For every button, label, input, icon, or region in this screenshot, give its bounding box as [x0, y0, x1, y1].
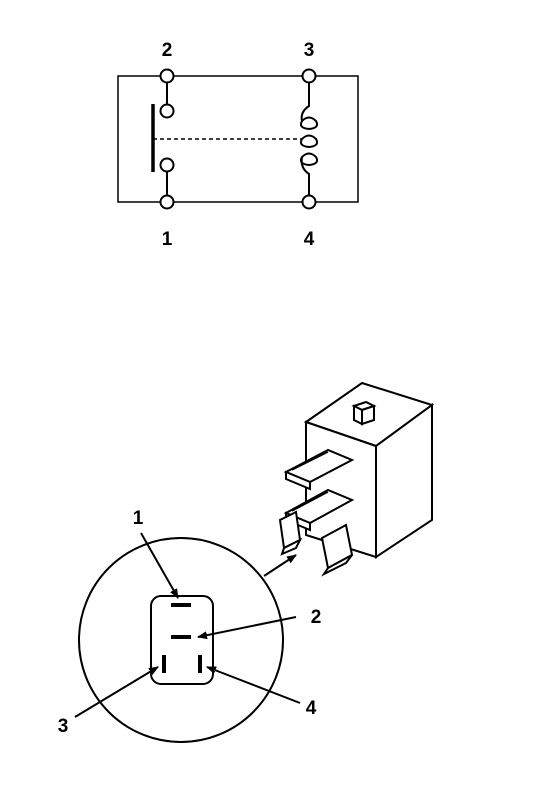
blade-left-vertical [278, 510, 303, 556]
terminal-2-dot [159, 68, 175, 84]
leader-4 [206, 666, 301, 704]
leader-2 [197, 616, 297, 640]
terminal-4-label: 4 [304, 229, 315, 250]
switch-contact [151, 82, 175, 196]
relay-blades [278, 448, 355, 577]
magnifier-circle [78, 537, 284, 743]
blade-right-vertical [320, 523, 354, 577]
leader-1 [140, 532, 179, 599]
leader-3 [74, 666, 159, 718]
view-direction-arrow [263, 554, 297, 577]
relay-side-face [375, 403, 433, 559]
terminal-2-label: 2 [162, 40, 173, 61]
terminal-3-dot [301, 68, 317, 84]
callout-4-label: 4 [306, 698, 317, 719]
blade-top [283, 448, 355, 491]
terminal-1-dot [159, 194, 175, 210]
relay-housing-outline [117, 75, 359, 203]
terminal-1-label: 1 [162, 229, 173, 250]
connector-end-view: 1 2 3 4 [58, 508, 322, 743]
callout-3-label: 3 [58, 716, 69, 737]
relay-schematic: 2 3 1 4 [117, 40, 359, 250]
relay-knob [351, 400, 377, 426]
terminal-3-label: 3 [304, 40, 315, 61]
terminal-4-dot [301, 194, 317, 210]
connector-face-outline [150, 595, 214, 685]
callout-2-label: 2 [311, 607, 322, 628]
relay-coil [299, 82, 319, 196]
callout-1-label: 1 [133, 508, 144, 529]
